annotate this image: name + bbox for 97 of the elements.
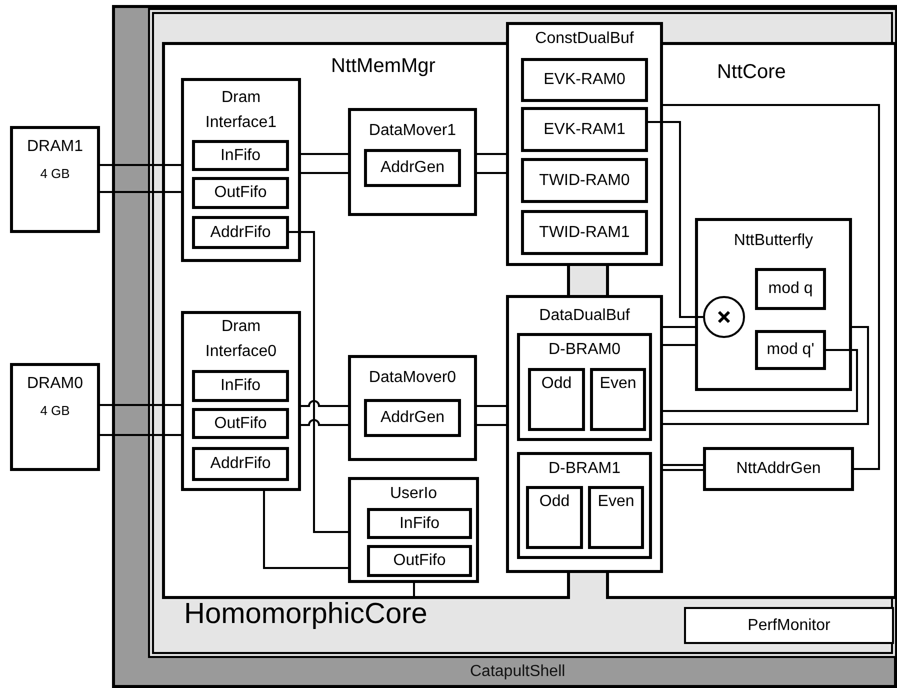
module-label: InFifo [220, 146, 260, 166]
submodule-box [755, 268, 826, 310]
module-label: DRAM0 [26, 374, 83, 394]
module-label: D-BRAM1 [547, 459, 622, 479]
module-label: NttMemMgr [331, 54, 436, 79]
connector-line [477, 153, 506, 155]
module-label: DRAM1 [26, 137, 83, 157]
module-label: InFifo [399, 514, 440, 534]
submodule-box [192, 447, 289, 481]
module-label: Even [600, 374, 636, 394]
module-label: OutFifo [214, 414, 267, 434]
connector-line [100, 164, 181, 166]
connector-line [289, 231, 348, 533]
module-box [506, 295, 663, 573]
module-label: TWID-RAM1 [539, 222, 630, 242]
module-label: ConstDualBuf [534, 29, 635, 49]
submodule-box [521, 210, 648, 255]
connector-line [663, 464, 703, 466]
module-box [348, 477, 479, 583]
connector-line [301, 419, 348, 426]
submodule-box [192, 140, 289, 171]
module-label: InFifo [220, 376, 260, 396]
module-label: AddrFifo [210, 454, 271, 474]
module-box [506, 22, 663, 266]
module-label: NttButterfly [732, 231, 814, 251]
connector-line [413, 583, 415, 597]
module-label: mod q [768, 279, 813, 299]
module-label: NttAddrGen [736, 459, 821, 479]
submodule-box [192, 370, 289, 402]
connector-line [301, 172, 348, 174]
module-label: OutFifo [393, 551, 446, 571]
connector-line [477, 172, 506, 174]
connector-line [477, 424, 506, 426]
module-box [10, 363, 100, 471]
connector-line [663, 469, 703, 471]
submodule-box [364, 399, 461, 437]
submodule-box [367, 508, 472, 539]
connector-line [100, 434, 181, 436]
module-box [348, 355, 477, 461]
capacity-label: 4 GB [40, 402, 70, 420]
module-label: DataDualBuf [538, 306, 631, 326]
module-label: AddrGen [380, 158, 445, 178]
submodule-box [192, 216, 289, 249]
submodule-box [521, 158, 648, 203]
submodule-box [521, 58, 648, 102]
submodule-box [367, 545, 472, 577]
module-label: Even [598, 492, 634, 512]
submodule-box [364, 149, 461, 187]
connector-line [301, 400, 348, 407]
connector-line [648, 121, 703, 318]
connector-line [663, 326, 695, 328]
connector-line [100, 404, 181, 406]
module-label: UserIo [388, 484, 438, 504]
module-label: AddrFifo [210, 222, 271, 242]
module-label: Dram Interface1 [204, 88, 278, 133]
submodule-box [521, 107, 648, 152]
module-label: D-BRAM0 [547, 340, 622, 360]
submodule-box [528, 368, 585, 431]
connector-line [100, 191, 181, 193]
module-label: EVK-RAM1 [544, 120, 626, 140]
module-label: OutFifo [214, 183, 267, 203]
submodule-box [192, 408, 289, 439]
submodule-box [192, 177, 289, 209]
submodule-box [590, 368, 646, 431]
submodule-box [755, 330, 826, 370]
submodule-box [703, 447, 854, 491]
module-box [10, 126, 100, 233]
module-label: EVK-RAM0 [544, 70, 626, 90]
connector-line [663, 104, 880, 470]
connector-line [663, 349, 858, 412]
connector-line [301, 153, 348, 155]
module-box [348, 108, 477, 216]
module-box [695, 218, 852, 391]
connector-line [663, 326, 869, 425]
module-label: Dram Interface0 [204, 317, 278, 362]
module-label: NttCore [717, 60, 786, 85]
module-label: mod q' [766, 340, 814, 360]
module-box [181, 78, 301, 262]
submodule-box [588, 486, 644, 549]
module-box [517, 452, 652, 559]
module-label: TWID-RAM0 [539, 170, 630, 190]
module-box [517, 333, 652, 441]
submodule-box [526, 486, 583, 549]
module-label: AddrGen [380, 408, 445, 428]
module-label: HomomorphicCore [184, 596, 428, 632]
module-label: CatapultShell [470, 662, 566, 682]
submodule-box [684, 607, 894, 644]
module-label: DataMover1 [368, 121, 458, 141]
capacity-label: 4 GB [40, 165, 70, 183]
connector-line [263, 491, 348, 569]
module-box [181, 311, 301, 491]
module-label: PerfMonitor [748, 616, 830, 636]
module-label: DataMover0 [368, 368, 458, 388]
module-label: Odd [539, 492, 570, 512]
connector-line [477, 405, 506, 407]
module-label: Odd [541, 374, 572, 394]
connector-line [663, 344, 695, 346]
